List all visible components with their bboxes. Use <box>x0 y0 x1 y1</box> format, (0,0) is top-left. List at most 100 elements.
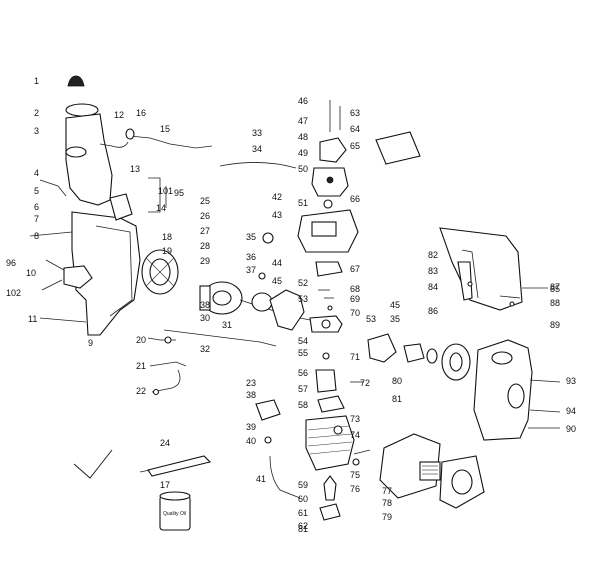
part-guard <box>439 227 523 311</box>
label-42: 42 <box>272 192 282 202</box>
label-74: 73 <box>350 414 360 424</box>
oil-can-label: Quality Oil <box>163 511 186 517</box>
label-64: 64 <box>350 124 360 134</box>
part-muffler <box>379 433 441 499</box>
part-tank-cap <box>65 146 87 158</box>
label-73: 72 <box>360 378 370 388</box>
label-62: 62 <box>298 521 308 531</box>
label-10: 10 <box>26 268 36 278</box>
label-26: 26 <box>200 211 210 221</box>
label-33: 33 <box>252 128 262 138</box>
label-96: 95 <box>174 188 184 198</box>
label-20: 20 <box>136 335 146 345</box>
label-85: 84 <box>428 282 438 292</box>
part-rings <box>317 395 345 413</box>
check-mark <box>73 449 113 479</box>
label-82: 81 <box>392 394 402 404</box>
part-cylinder <box>305 415 355 471</box>
label-86: 85 <box>550 284 560 294</box>
label-6: 6 <box>34 202 39 212</box>
label-65: 65 <box>350 141 360 151</box>
part-gasket <box>375 131 421 165</box>
label-37: 37 <box>246 265 256 275</box>
label-87: 86 <box>428 306 438 316</box>
label-34: 34 <box>252 144 262 154</box>
label-13: 13 <box>130 164 140 174</box>
part-number-labels: 1 2 3 4 5 6 7 8 9 10 11 12 13 14 15 16 1… <box>6 76 576 534</box>
part-trigger <box>63 265 93 289</box>
label-45-b: 45 <box>390 300 400 310</box>
label-11: 11 <box>28 314 37 324</box>
label-23: 23 <box>246 378 256 388</box>
label-17: 17 <box>160 480 170 490</box>
label-56: 56 <box>298 368 308 378</box>
label-52: 52 <box>298 278 308 288</box>
part-intake <box>367 333 397 363</box>
label-49: 49 <box>298 148 308 158</box>
label-76: 75 <box>350 470 360 480</box>
label-15: 15 <box>160 124 170 134</box>
label-48: 48 <box>298 132 308 142</box>
label-81-b: 81 <box>298 524 308 534</box>
label-43: 43 <box>272 210 282 220</box>
label-45: 45 <box>272 276 282 286</box>
label-35-b: 35 <box>390 314 400 324</box>
label-89: 88 <box>550 298 560 308</box>
label-1: 1 <box>34 76 39 86</box>
part-coil <box>255 399 281 421</box>
label-67: 66 <box>350 194 360 204</box>
label-38: 38 <box>246 390 256 400</box>
label-90: 89 <box>550 320 560 330</box>
label-84: 83 <box>428 266 438 276</box>
part-drive-housing <box>473 339 533 441</box>
part-muffler-screen <box>419 461 441 481</box>
label-40: 40 <box>246 436 256 446</box>
part-crankcase <box>269 289 305 331</box>
label-9: 9 <box>88 338 93 348</box>
label-31: 31 <box>222 320 232 330</box>
part-spark-plug <box>323 475 337 501</box>
label-5: 5 <box>34 186 39 196</box>
label-80: 79 <box>382 512 392 522</box>
part-air-filter <box>315 261 343 277</box>
label-19: 19 <box>162 246 172 256</box>
label-95: 94 <box>566 406 576 416</box>
part-valve-cover <box>319 137 347 163</box>
label-54: 54 <box>298 336 308 346</box>
part-plug-boot <box>319 503 341 521</box>
label-41: 41 <box>256 474 266 484</box>
label-77: 76 <box>350 484 360 494</box>
label-94: 93 <box>566 376 576 386</box>
label-47: 47 <box>298 116 308 126</box>
label-35: 35 <box>246 232 256 242</box>
part-handle-clip <box>457 261 473 301</box>
label-24: 24 <box>160 438 170 448</box>
label-70: 69 <box>350 294 360 304</box>
label-71: 70 <box>350 308 360 318</box>
label-27: 27 <box>200 226 210 236</box>
label-72: 71 <box>350 352 360 362</box>
label-69: 68 <box>350 284 360 294</box>
part-bracket <box>109 193 133 221</box>
label-4: 4 <box>34 168 39 178</box>
label-55: 55 <box>298 348 308 358</box>
label-68: 67 <box>350 264 360 274</box>
label-51: 51 <box>298 198 308 208</box>
part-knob <box>67 75 85 87</box>
label-57: 57 <box>298 384 308 394</box>
label-66: 101 <box>158 186 173 196</box>
label-44: 44 <box>272 258 282 268</box>
part-crank <box>251 292 273 312</box>
part-cap <box>65 103 99 117</box>
part-tube <box>147 455 212 477</box>
label-22: 22 <box>136 386 146 396</box>
label-36: 36 <box>246 252 256 262</box>
label-8: 8 <box>34 231 39 241</box>
label-78: 77 <box>382 486 392 496</box>
label-39: 39 <box>246 422 256 432</box>
label-38-b: 38 <box>200 300 210 310</box>
label-83: 82 <box>428 250 438 260</box>
label-58: 58 <box>298 400 308 410</box>
label-79: 78 <box>382 498 392 508</box>
